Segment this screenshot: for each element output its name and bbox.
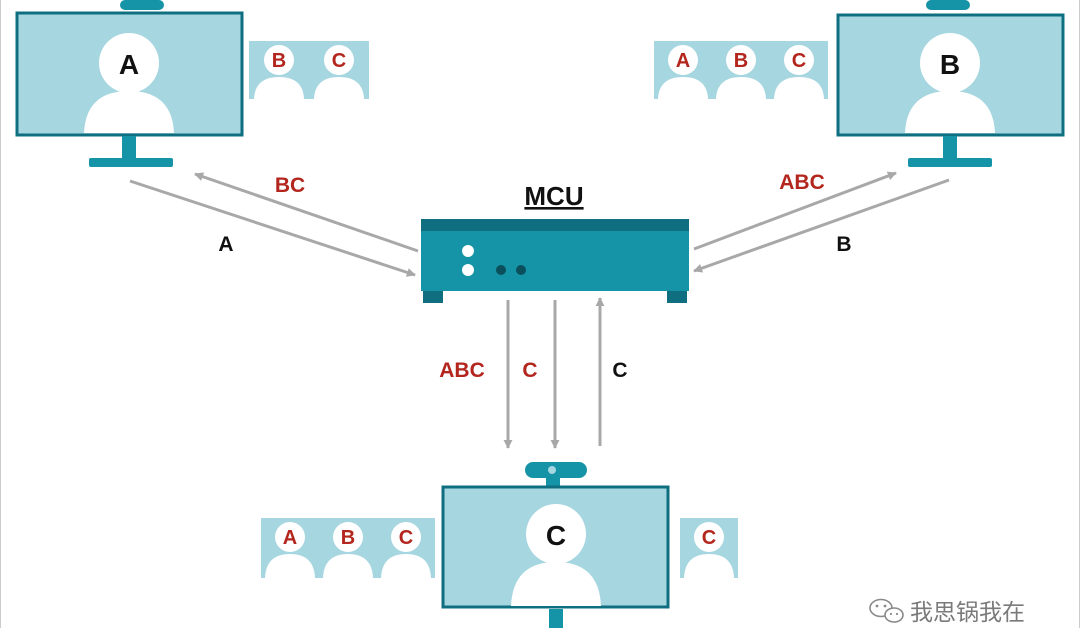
mcu-led-2 [462, 264, 474, 276]
mini-avatar-label-b: B [341, 527, 355, 549]
mini-avatar-head [391, 522, 421, 552]
mini-avatar-label-c: C [792, 50, 806, 72]
avatar-label-c: C [546, 520, 566, 551]
mini-avatar-body [716, 77, 766, 99]
mcu-led-1 [462, 245, 474, 257]
mini-avatar-body [254, 77, 304, 99]
mini-avatar-head [264, 45, 294, 75]
stand-base-b [908, 158, 992, 167]
wechat-icon [869, 598, 904, 623]
arrow-b-to-mcu [693, 178, 950, 273]
flow-arrows [129, 171, 950, 449]
mini-avatar-label-b: B [734, 50, 748, 72]
webcam-b [926, 0, 970, 10]
avatar-body-a [84, 91, 174, 133]
avatar-head-c [526, 504, 586, 564]
mini-avatar-label-c: C [399, 527, 413, 549]
mcu-top-band [421, 219, 689, 231]
mini-avatar-head [726, 45, 756, 75]
watermark: 我思锅我在 [869, 598, 1025, 626]
watermark-text: 我思锅我在 [910, 600, 1025, 626]
arrow-mcu-to-b [693, 171, 897, 251]
flow-label-a-up: A [218, 233, 233, 256]
panel-c-side: C [680, 518, 738, 578]
mini-avatar-body [265, 554, 315, 578]
avatar-head-b [920, 33, 980, 93]
arrow-mcu-to-a [194, 172, 419, 253]
stand-neck-b [943, 136, 957, 160]
flow-label-c-down-self: C [522, 359, 537, 382]
mcu-device: MCU [421, 181, 689, 303]
mini-avatar-head [694, 522, 724, 552]
flow-label-a-down: BC [275, 174, 305, 197]
mini-avatar-body [774, 77, 824, 99]
mini-avatar-head [324, 45, 354, 75]
mini-avatar-body [684, 554, 734, 578]
mini-avatar-head [784, 45, 814, 75]
panel-b-receives: A B C [654, 41, 828, 99]
avatar-head-a [99, 33, 159, 93]
webcam-lens-c [548, 466, 556, 474]
webcam-mount-c [546, 477, 560, 486]
mini-avatar-head [668, 45, 698, 75]
stand-neck-c [549, 609, 563, 628]
avatar-body-b [905, 91, 995, 133]
stand-base-a [89, 158, 173, 167]
mini-avatar-head [333, 522, 363, 552]
avatar-body-c [511, 562, 601, 606]
mini-avatar-body [381, 554, 431, 578]
flow-label-b-down: ABC [779, 171, 825, 194]
avatar-label-b: B [940, 49, 960, 80]
mcu-port-2 [516, 265, 526, 275]
monitor-c: C [441, 462, 670, 628]
monitor-a: A [15, 0, 244, 167]
webcam-a [120, 0, 164, 10]
mini-avatar-head [275, 522, 305, 552]
flow-label-c-up: C [612, 359, 627, 382]
mcu-port-1 [496, 265, 506, 275]
mini-avatar-label-c: C [702, 527, 716, 549]
mcu-foot-left [423, 291, 443, 303]
mini-avatar-label-b: B [272, 50, 286, 72]
mini-avatar-label-c: C [332, 50, 346, 72]
mini-avatar-label-a: A [676, 50, 690, 72]
avatar-label-a: A [119, 49, 139, 80]
mcu-title: MCU [524, 181, 583, 211]
arrow-a-to-mcu [129, 179, 416, 277]
stand-neck-a [122, 136, 136, 160]
mcu-foot-right [667, 291, 687, 303]
flow-label-c-down-all: ABC [439, 359, 485, 382]
panel-c-receives: A B C [261, 518, 435, 578]
mini-avatar-body [314, 77, 364, 99]
mini-avatar-body [658, 77, 708, 99]
monitor-b: B [836, 0, 1065, 167]
mini-avatar-body [323, 554, 373, 578]
mini-avatar-label-a: A [283, 527, 297, 549]
flow-label-b-up: B [836, 233, 851, 256]
